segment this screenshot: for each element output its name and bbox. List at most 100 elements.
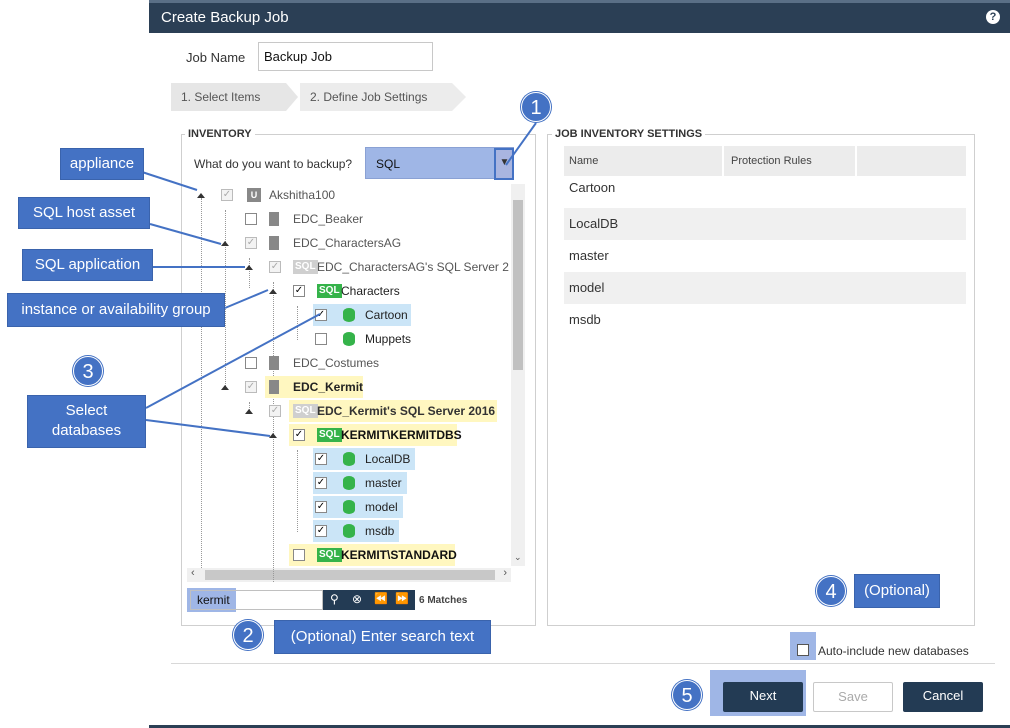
expand-toggle-icon[interactable] bbox=[245, 409, 253, 414]
search-icon[interactable]: ⚲ bbox=[330, 592, 339, 606]
node-checkbox[interactable] bbox=[315, 333, 327, 345]
node-checkbox[interactable]: ✓ bbox=[269, 261, 281, 273]
clear-icon[interactable]: ⊗ bbox=[352, 592, 363, 606]
node-checkbox[interactable]: ✓ bbox=[293, 429, 305, 441]
expand-toggle-icon[interactable] bbox=[269, 433, 277, 438]
scroll-right-icon[interactable]: › bbox=[503, 567, 507, 579]
step-number-2: 2 bbox=[233, 620, 263, 650]
cancel-button[interactable]: Cancel bbox=[903, 682, 983, 712]
sql-badge-icon: SQL bbox=[317, 428, 342, 442]
tree-node-sql-application[interactable]: ✓ SQL EDC_Kermit's SQL Server 2016 bbox=[197, 400, 511, 422]
table-row[interactable]: msdb bbox=[569, 312, 601, 327]
tree-connector bbox=[297, 306, 298, 340]
column-header-protection-rules[interactable]: Protection Rules bbox=[724, 146, 855, 176]
expand-toggle-icon[interactable] bbox=[197, 193, 205, 198]
tree-node-database[interactable]: ✓ LocalDB bbox=[313, 448, 415, 470]
server-icon bbox=[269, 356, 279, 370]
node-checkbox[interactable]: ✓ bbox=[315, 525, 327, 537]
node-label: EDC_Kermit bbox=[293, 380, 364, 394]
expand-toggle-icon[interactable] bbox=[245, 265, 253, 270]
database-icon bbox=[343, 452, 355, 466]
node-label: Akshitha100 bbox=[269, 188, 336, 202]
node-checkbox[interactable]: ✓ bbox=[315, 453, 327, 465]
backup-type-select[interactable]: SQL ▼ bbox=[365, 147, 514, 179]
node-checkbox[interactable]: ✓ bbox=[245, 237, 257, 249]
backup-question: What do you want to backup? bbox=[194, 157, 353, 171]
callout-instance: instance or availability group bbox=[7, 293, 225, 327]
search-input[interactable]: kermit bbox=[190, 590, 323, 610]
table-row[interactable]: model bbox=[564, 272, 966, 304]
step-number-4: 4 bbox=[816, 576, 846, 606]
auto-include-checkbox[interactable] bbox=[797, 644, 809, 656]
node-checkbox[interactable]: ✓ bbox=[245, 381, 257, 393]
node-checkbox[interactable] bbox=[293, 549, 305, 561]
scrollbar-thumb[interactable] bbox=[513, 200, 523, 370]
scroll-left-icon[interactable]: ‹ bbox=[191, 567, 195, 579]
job-settings-legend: JOB INVENTORY SETTINGS bbox=[552, 128, 706, 140]
tree-node-database[interactable]: Muppets bbox=[313, 328, 433, 350]
tree-node-instance[interactable]: ✓ SQL KERMIT\KERMITDBS bbox=[197, 424, 497, 446]
database-icon bbox=[343, 332, 355, 346]
node-checkbox[interactable]: ✓ bbox=[315, 477, 327, 489]
callout-select-databases: Select databases bbox=[27, 395, 146, 448]
scroll-down-icon[interactable]: ⌄ bbox=[514, 552, 522, 562]
step-number-1: 1 bbox=[521, 92, 551, 122]
tree-node-appliance[interactable]: ✓ U Akshitha100 bbox=[197, 184, 497, 206]
node-checkbox[interactable]: ✓ bbox=[221, 189, 233, 201]
server-icon bbox=[269, 380, 279, 394]
column-header-name[interactable]: Name bbox=[564, 146, 722, 176]
tree-node-database[interactable]: ✓ msdb bbox=[313, 520, 399, 542]
tree-connector bbox=[249, 258, 250, 288]
tree-node-sql-application[interactable]: ✓ SQL EDC_CharactersAG's SQL Server 2 bbox=[197, 256, 511, 278]
table-row[interactable]: master bbox=[569, 248, 609, 263]
match-count: 6 Matches bbox=[419, 595, 468, 606]
database-icon bbox=[343, 308, 355, 322]
tree-vertical-scrollbar[interactable]: ⌄ bbox=[511, 184, 525, 566]
node-checkbox[interactable]: ✓ bbox=[269, 405, 281, 417]
job-name-input[interactable]: Backup Job bbox=[258, 42, 433, 71]
tree-horizontal-scrollbar[interactable]: ‹ › bbox=[187, 567, 511, 582]
tree-node-host[interactable]: EDC_Costumes bbox=[197, 352, 497, 374]
node-label: LocalDB bbox=[365, 452, 411, 466]
tree-node-instance[interactable]: SQL KERMIT\STANDARD bbox=[197, 544, 507, 566]
previous-match-icon[interactable]: ⏪ bbox=[374, 593, 388, 605]
backup-type-value: SQL bbox=[376, 157, 401, 171]
search-highlight bbox=[289, 400, 497, 422]
node-label: EDC_Kermit's SQL Server 2016 bbox=[317, 404, 496, 418]
step-select-items[interactable]: 1. Select Items bbox=[171, 83, 286, 111]
tree-node-availability-group[interactable]: ✓ SQL Characters bbox=[197, 280, 497, 302]
callout-appliance: appliance bbox=[60, 148, 144, 180]
scrollbar-thumb[interactable] bbox=[205, 570, 495, 580]
callout-sql-application: SQL application bbox=[22, 249, 153, 281]
step-define-settings[interactable]: 2. Define Job Settings bbox=[300, 83, 452, 111]
next-match-icon[interactable]: ⏩ bbox=[395, 593, 409, 605]
node-checkbox[interactable]: ✓ bbox=[315, 501, 327, 513]
node-checkbox[interactable]: ✓ bbox=[315, 309, 327, 321]
node-label: Characters bbox=[341, 284, 400, 298]
expand-toggle-icon[interactable] bbox=[269, 289, 277, 294]
tree-node-host[interactable]: EDC_Beaker bbox=[197, 208, 497, 230]
node-label: master bbox=[365, 476, 402, 490]
tree-connector bbox=[273, 282, 274, 582]
table-row[interactable]: Cartoon bbox=[569, 180, 616, 195]
node-checkbox[interactable]: ✓ bbox=[293, 285, 305, 297]
node-checkbox[interactable] bbox=[245, 357, 257, 369]
table-row[interactable]: LocalDB bbox=[564, 208, 966, 240]
divider bbox=[171, 663, 995, 664]
tree-node-host[interactable]: ✓ EDC_CharactersAG bbox=[197, 232, 497, 254]
save-button[interactable]: Save bbox=[813, 682, 893, 712]
tree-node-database[interactable]: ✓ Cartoon bbox=[313, 304, 411, 326]
callout-optional-search: (Optional) Enter search text bbox=[274, 620, 491, 654]
expand-toggle-icon[interactable] bbox=[221, 241, 229, 246]
tree-node-database[interactable]: ✓ model bbox=[313, 496, 403, 518]
tree-node-host[interactable]: ✓ EDC_Kermit bbox=[197, 376, 497, 398]
help-icon[interactable]: ? bbox=[986, 10, 1000, 24]
expand-toggle-icon[interactable] bbox=[221, 385, 229, 390]
tree-connector bbox=[249, 402, 250, 412]
node-checkbox[interactable] bbox=[245, 213, 257, 225]
job-settings-panel bbox=[547, 134, 975, 626]
database-icon bbox=[343, 476, 355, 490]
next-button[interactable]: Next bbox=[723, 682, 803, 712]
tree-node-database[interactable]: ✓ master bbox=[313, 472, 407, 494]
inventory-legend: INVENTORY bbox=[185, 128, 255, 140]
